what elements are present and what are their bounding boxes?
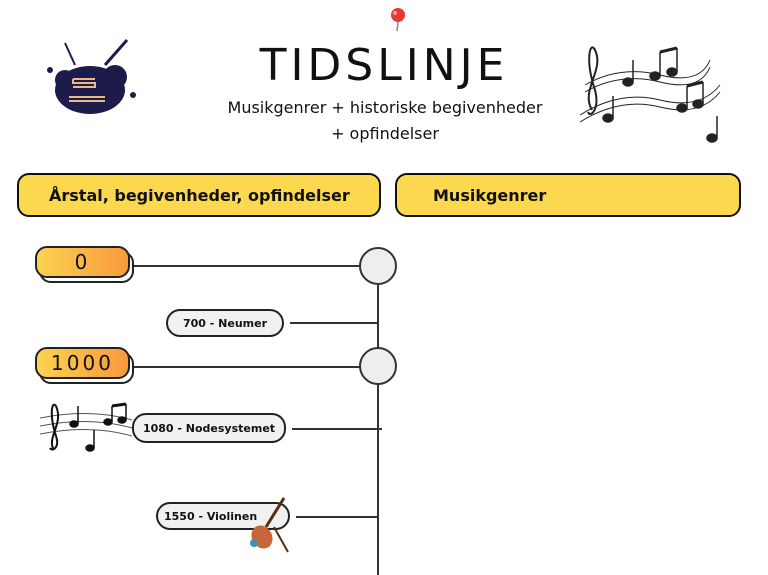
event-pill: 1080 - Nodesystemet <box>132 413 286 443</box>
page-title: TIDSLINJE <box>259 40 509 91</box>
timeline-axis <box>377 285 379 575</box>
column-header-right: Musikgenrer <box>395 173 741 217</box>
connector-line <box>134 366 360 368</box>
event-pill: 700 - Neumer <box>166 309 284 337</box>
timeline-node <box>359 347 397 385</box>
pushpin-icon <box>391 8 405 32</box>
year-pill: 1000 <box>35 347 130 379</box>
subtitle-line1: Musikgenrer + historiske begivenheder <box>227 98 543 117</box>
violin-icon <box>250 497 289 553</box>
arrow-line <box>292 428 382 430</box>
year-pill: 0 <box>35 246 130 278</box>
arrow-line <box>290 322 378 324</box>
connector-line <box>134 265 360 267</box>
column-header-left: Årstal, begivenheder, opfindelser <box>17 173 381 217</box>
spil-smart-logo <box>35 35 145 120</box>
music-notes-icon <box>579 46 721 143</box>
timeline-node <box>359 247 397 285</box>
subtitle-line2: + opfindelser <box>331 124 439 143</box>
arrow-line <box>296 516 378 518</box>
music-staff-icon <box>40 402 132 452</box>
